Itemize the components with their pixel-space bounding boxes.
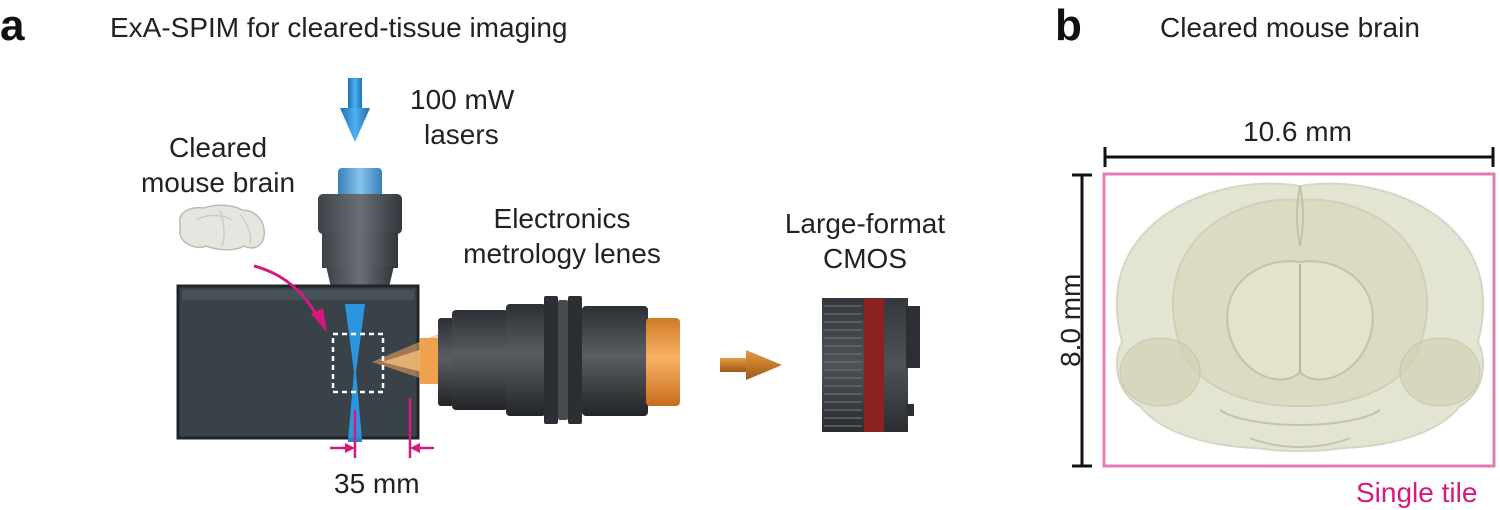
single-tile-outline — [1102, 172, 1496, 468]
lens-label-line2: metrology lenes — [463, 238, 661, 269]
width-dimension — [1103, 147, 1495, 167]
height-label: 8.0 mm — [1055, 273, 1086, 367]
laser-label-line2: lasers — [424, 119, 499, 150]
width-label: 10.6 mm — [1243, 116, 1352, 147]
laser-label-line1: 100 mW — [410, 84, 515, 115]
panel-a-title: ExA-SPIM for cleared-tissue imaging — [110, 12, 568, 43]
camera-label-line2: CMOS — [823, 243, 907, 274]
brain-label-line1: Cleared — [168, 132, 268, 163]
cmos-camera-icon — [822, 298, 920, 432]
emission-glow-icon — [372, 334, 442, 384]
tile-label: Single tile — [1356, 477, 1478, 508]
panel-b-letter: b — [1055, 1, 1082, 50]
brain-label-line2: mouse brain — [140, 167, 296, 198]
objective-lens-icon — [318, 168, 402, 304]
lens-label-line1: Electronics — [493, 203, 631, 234]
panel-b-title: Cleared mouse brain — [1160, 12, 1420, 43]
working-distance-label: 35 mm — [334, 468, 420, 499]
height-dimension — [1072, 173, 1092, 468]
emission-arrow-icon — [720, 350, 782, 380]
camera-label-line1: Large-format — [784, 208, 946, 239]
panel-a-letter: a — [0, 1, 25, 50]
pointer-arrow-icon — [253, 264, 327, 332]
brain-thumbnail-icon — [179, 204, 265, 251]
laser-arrow-icon — [340, 78, 370, 142]
cleared-brain-image — [1115, 182, 1485, 452]
metrology-lens-icon — [438, 296, 680, 424]
working-distance-dimension — [330, 398, 434, 458]
